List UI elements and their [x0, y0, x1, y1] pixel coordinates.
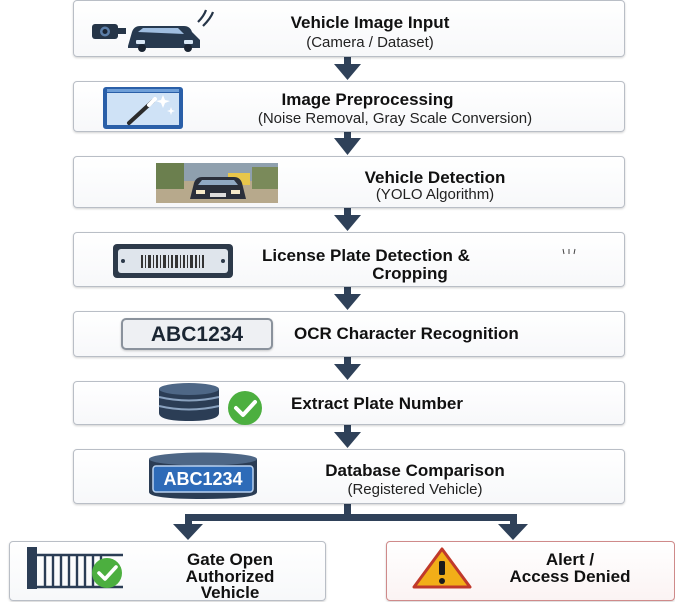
arrow-shaft-right	[510, 514, 517, 524]
step-subtitle: (YOLO Algorithm)	[375, 186, 495, 203]
arrow-head	[334, 432, 361, 448]
plate-text-icon: ABC1234	[121, 318, 273, 350]
arrow-shaft	[344, 424, 351, 432]
arrow-shaft	[344, 503, 351, 519]
step-subtitle: (Noise Removal, Gray Scale Conversion)	[257, 110, 533, 127]
database-plate-icon	[149, 452, 257, 499]
license-plate-icon	[113, 244, 233, 278]
ticks-mark	[562, 248, 576, 255]
arrow-head	[334, 294, 361, 310]
outcome-line1: Gate Open	[187, 550, 273, 569]
arrow-head-left	[173, 524, 203, 540]
arrow-head	[334, 215, 361, 231]
step-title: Vehicle Detection	[364, 168, 506, 187]
step-title: License Plate Detection &	[262, 246, 470, 265]
outcome-line2: Authorized	[185, 567, 275, 586]
step-title: Extract Plate Number	[291, 394, 463, 413]
plate-text: ABC1234	[150, 323, 244, 346]
gate-check-icon	[27, 547, 123, 589]
arrow-head	[334, 64, 361, 80]
arrow-shaft-left	[185, 514, 192, 524]
arrow-shaft	[344, 286, 351, 294]
outcome-line2: Access Denied	[509, 567, 631, 586]
step-title: Vehicle Image Input	[290, 13, 450, 32]
plate-text: ABC1234	[163, 469, 243, 489]
step-title: OCR Character Recognition	[294, 324, 519, 343]
arrow-shaft	[344, 207, 351, 215]
step-title: Image Preprocessing	[281, 90, 454, 109]
arrow-head-right	[498, 524, 528, 540]
magic-wand-window-icon	[103, 87, 183, 129]
warning-icon	[412, 547, 472, 589]
step-subtitle: (Camera / Dataset)	[306, 34, 434, 51]
arrow-head	[334, 138, 361, 155]
arrow-head	[334, 364, 361, 380]
step-title: Database Comparison	[325, 461, 505, 480]
step-title-line2: Cropping	[372, 264, 448, 283]
step-subtitle: (Registered Vehicle)	[347, 481, 483, 498]
car-photo-icon	[156, 163, 278, 203]
arrow-branch	[188, 514, 516, 521]
camera-car-icon	[92, 9, 215, 52]
outcome-line3: Vehicle	[200, 583, 260, 602]
arrow-shaft	[344, 56, 351, 64]
arrow-shaft	[344, 356, 351, 364]
database-check-icon	[158, 383, 262, 425]
arrow-shaft	[344, 131, 351, 138]
outcome-line1: Alert /	[545, 550, 595, 569]
